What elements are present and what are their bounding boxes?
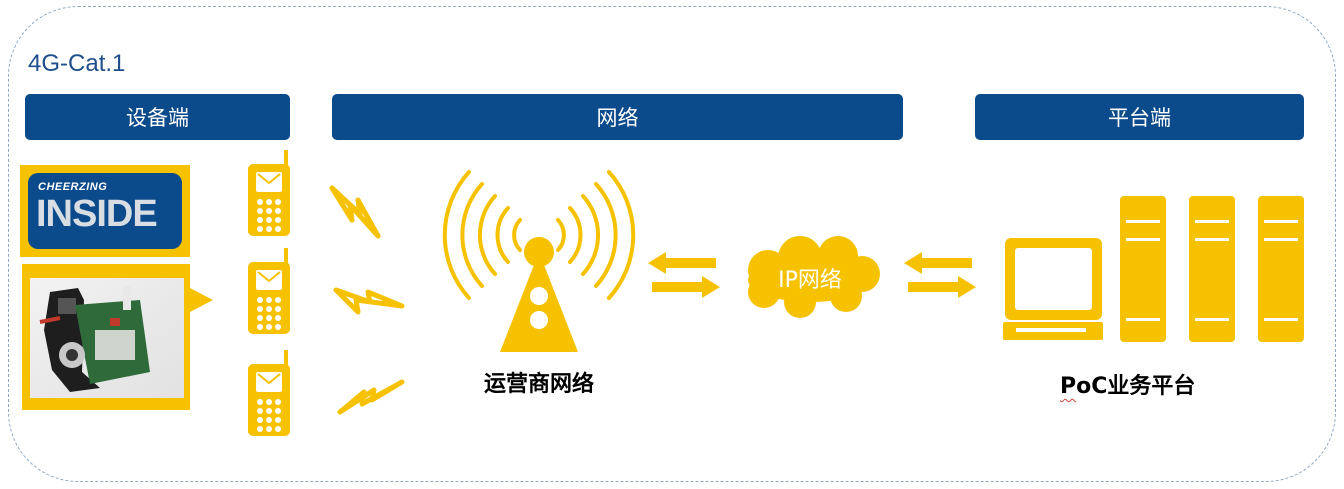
- signal-bolt-icon-2: [333, 287, 405, 315]
- server-rack-icon-1: [1120, 196, 1166, 342]
- device-board-image: [39, 286, 150, 392]
- poc-platform-label-p: P: [1060, 374, 1077, 399]
- logo-top-text: CHEERZING: [38, 181, 108, 193]
- platform-section-header: 平台端: [975, 94, 1304, 140]
- device-section-header: 设备端: [25, 94, 290, 140]
- ip-network-label: IP网络: [778, 268, 842, 293]
- network-section-header: 网络: [332, 94, 903, 140]
- signal-bolt-icon-3: [337, 379, 405, 415]
- server-rack-icon-3: [1258, 196, 1304, 342]
- logo-badge: CHEERZING INSIDE: [28, 173, 182, 249]
- ip-network-cloud-icon: [748, 236, 880, 318]
- cheerzing-inside-logo: CHEERZING INSIDE: [20, 165, 190, 257]
- diagram-title: 4G-Cat.1: [28, 50, 126, 77]
- outer-dashed-frame: [8, 6, 1336, 482]
- poc-platform-label: PoC业务平台: [1060, 368, 1195, 400]
- bidirectional-arrows-2: [904, 252, 976, 298]
- cell-tower-icon: [442, 170, 636, 352]
- server-rack-icon-2: [1189, 196, 1235, 342]
- handset-icon-3: [247, 349, 291, 437]
- carrier-network-label: 运营商网络: [484, 372, 595, 397]
- bidirectional-arrows-1: [648, 252, 720, 298]
- signal-bolt-icon-1: [329, 185, 381, 239]
- handset-icon-1: [247, 149, 291, 237]
- logo-main-text: INSIDE: [36, 193, 158, 235]
- handset-icon-2: [247, 247, 291, 335]
- computer-terminal-icon: [1003, 238, 1103, 340]
- poc-platform-label-rest: oC业务平台: [1076, 374, 1196, 399]
